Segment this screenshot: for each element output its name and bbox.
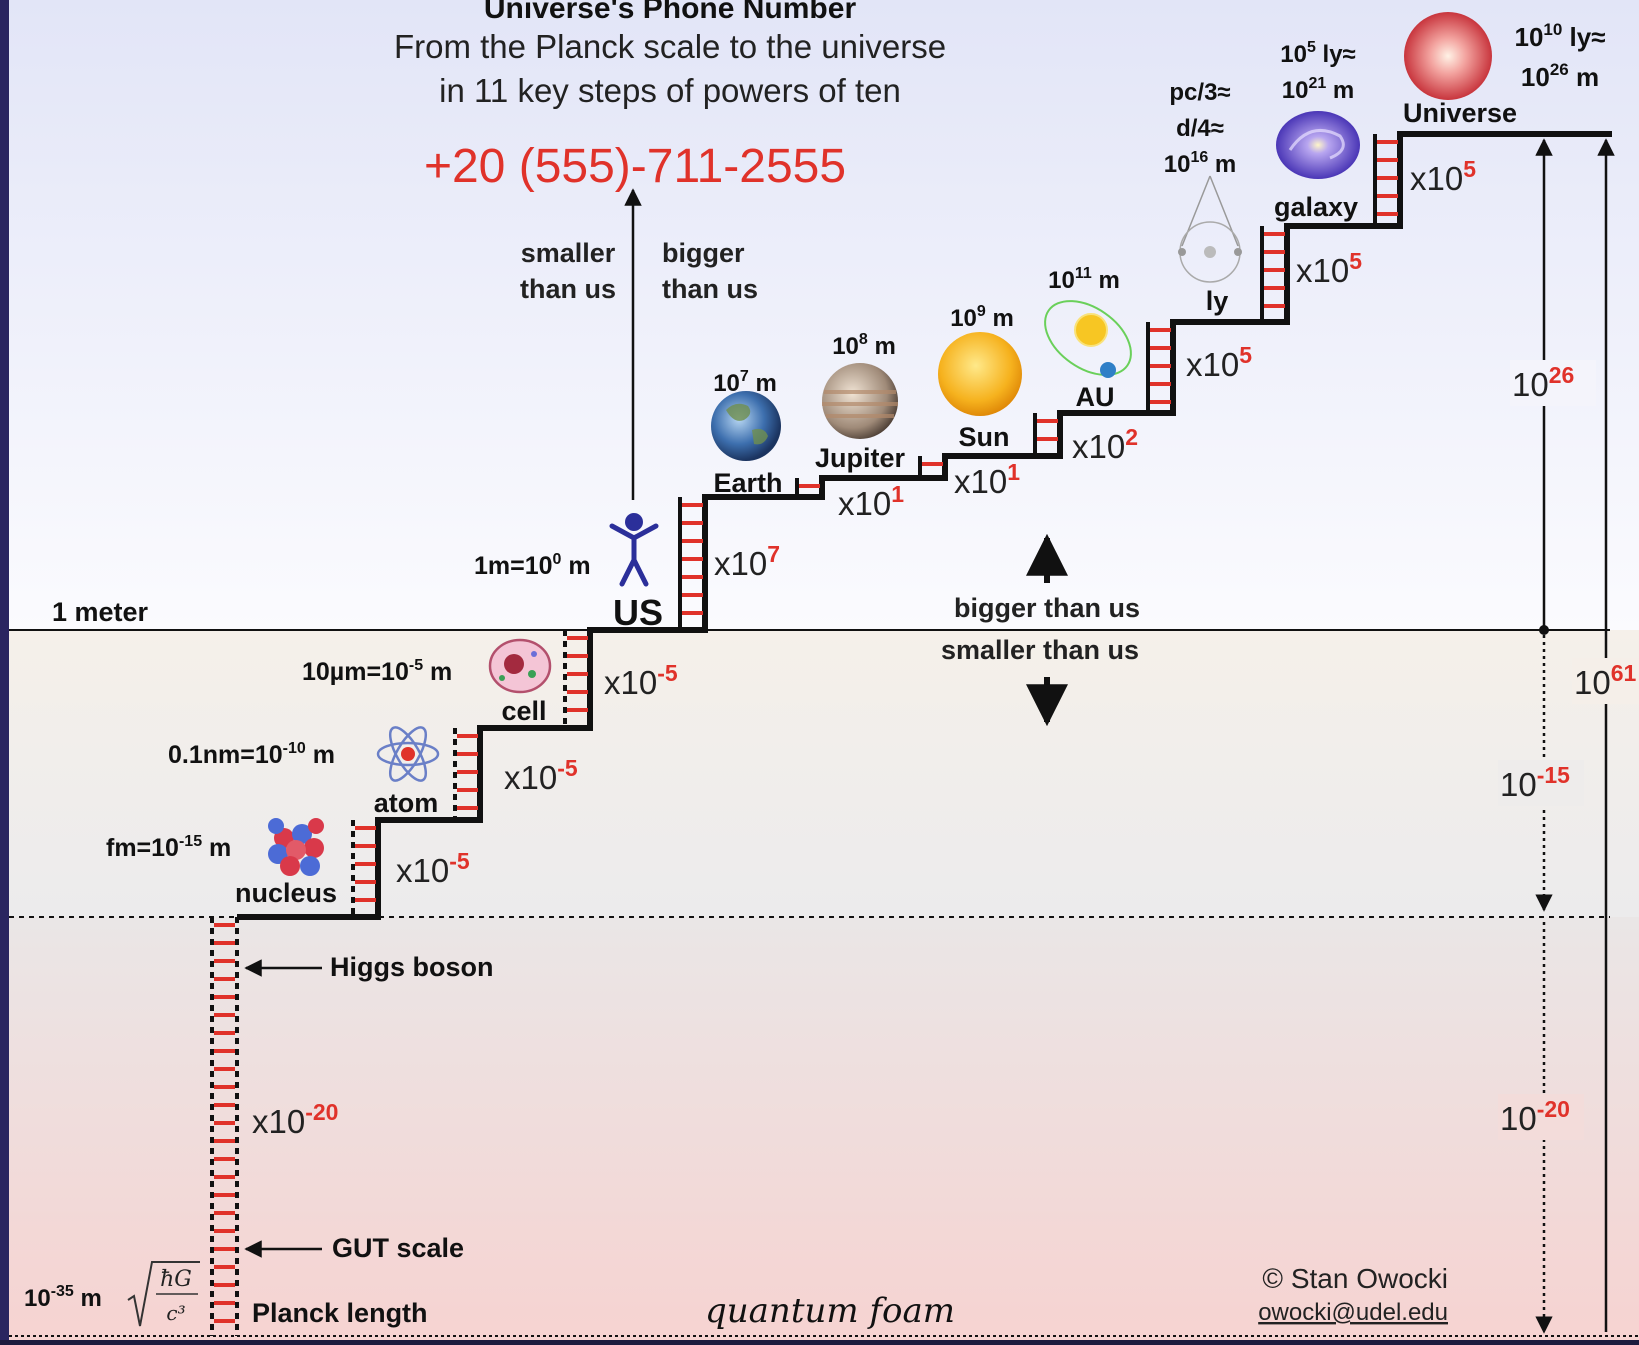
earth-name-label: Earth — [713, 468, 782, 498]
au-name-label: AU — [1076, 382, 1115, 412]
nucleus-size-label: fm=10-15 m — [106, 833, 231, 862]
step-multiplier-label: x105 — [1410, 156, 1476, 197]
jupiter-size-label: 108 m — [832, 331, 896, 360]
galaxy-size-line-1: 105 ly≈ — [1280, 39, 1355, 68]
us-name-label: US — [613, 592, 663, 633]
diagram-title: Universe's Phone Number — [484, 0, 857, 25]
universe-icon — [1404, 12, 1492, 100]
nucleus-object: fm=10-15 m nucleus — [106, 818, 337, 908]
nucleus-icon — [268, 818, 324, 876]
step-multiplier-label: x105 — [1186, 342, 1252, 383]
jupiter-object: 108 m Jupiter — [815, 331, 906, 473]
step-labels: x10-20 x10-5 x10-5 x10-5 x107 x101 x101 x102 x10… — [252, 156, 1476, 1140]
smaller-than-us-label: smaller than us — [941, 635, 1139, 665]
svg-text:c³: c³ — [166, 1301, 185, 1325]
range-label-total: 1061 — [1574, 660, 1637, 701]
ladder-rungs — [214, 134, 1403, 1323]
step-multiplier-label: x101 — [838, 481, 904, 522]
universe-size-line-1: 1010 ly≈ — [1514, 20, 1605, 52]
step-multiplier-label: x10-20 — [252, 1099, 338, 1140]
background-subnuclear — [9, 917, 1639, 1340]
ly-size-line-2: d/4≈ — [1176, 115, 1224, 142]
atom-size-label: 0.1nm=10-10 m — [168, 740, 335, 769]
person-icon — [609, 513, 659, 587]
subtitle-line-2: in 11 key steps of powers of ten — [439, 72, 901, 109]
universe-name-label: Universe — [1403, 98, 1517, 128]
gut-label: GUT scale — [332, 1233, 464, 1263]
step-multiplier-label: x10-5 — [604, 660, 678, 701]
step-multiplier-label: x107 — [714, 541, 780, 582]
bigger-than-us-label: bigger than us — [954, 593, 1140, 623]
ly-size-line-1: pc/3≈ — [1169, 79, 1230, 106]
smaller-label-line-2: than us — [520, 274, 616, 304]
background-smaller — [9, 630, 1639, 917]
ly-size-line-3: 1016 m — [1164, 149, 1237, 178]
atom-name-label: atom — [374, 788, 439, 818]
left-border — [0, 0, 9, 1340]
galaxy-icon — [1276, 111, 1360, 179]
smaller-label-line-1: smaller — [521, 238, 616, 268]
planck-formula: ħG c³ — [127, 1261, 200, 1327]
credit-author: © Stan Owocki — [1262, 1263, 1448, 1294]
cell-icon — [488, 638, 552, 694]
step-multiplier-label: x10-5 — [504, 755, 578, 796]
ly-object: pc/3≈ d/4≈ 1016 m ly — [1164, 79, 1242, 316]
universe-object: 1010 ly≈ 1026 m Universe — [1403, 12, 1606, 128]
ly-name-label: ly — [1206, 286, 1229, 316]
galaxy-object: 105 ly≈ 1021 m galaxy — [1274, 39, 1360, 222]
planck-object: 10-35 m ħG c³ Planck length — [24, 1261, 428, 1328]
background-bigger — [9, 0, 1639, 630]
cell-object: 10µm=10-5 m cell — [302, 638, 552, 726]
bigger-label-line-2: than us — [662, 274, 758, 304]
quantum-foam-label: quantum foam — [705, 1291, 955, 1331]
atom-icon — [376, 726, 440, 782]
earth-icon — [711, 391, 781, 461]
range-label-down_mid: 10-15 — [1500, 762, 1570, 803]
us-object: 1m=100 m US — [474, 513, 663, 633]
cell-size-label: 10µm=10-5 m — [302, 657, 452, 686]
sun-size-label: 109 m — [950, 303, 1014, 332]
sun-icon — [938, 332, 1022, 416]
phone-number: +20 (555)-711-2555 — [424, 140, 846, 193]
cell-name-label: cell — [501, 696, 546, 726]
galaxy-name-label: galaxy — [1274, 192, 1358, 222]
step-multiplier-label: x101 — [954, 459, 1020, 500]
orbit-icon — [1044, 300, 1132, 378]
step-multiplier-label: x102 — [1072, 424, 1138, 465]
sun-name-label: Sun — [959, 422, 1010, 452]
subtitle-line-1: From the Planck scale to the universe — [394, 28, 946, 65]
earth-object: 107 m Earth — [711, 368, 783, 498]
range-labels: 1026 10-15 10-20 1061 — [1498, 360, 1639, 1140]
nucleus-name-label: nucleus — [235, 878, 337, 908]
range-label-up: 1026 — [1512, 362, 1574, 403]
planck-size-label: 10-35 m — [24, 1283, 102, 1312]
us-size-label: 1m=100 m — [474, 551, 591, 580]
atom-object: 0.1nm=10-10 m atom — [168, 726, 440, 818]
credit-email: owocki@udel.edu — [1258, 1299, 1448, 1326]
sun-object: 109 m Sun — [938, 303, 1022, 452]
range-label-down_low: 10-20 — [1500, 1096, 1570, 1137]
jupiter-icon — [822, 363, 898, 439]
bigger-label-line-1: bigger — [662, 238, 745, 268]
one-meter-label: 1 meter — [52, 597, 149, 627]
step-multiplier-label: x10-5 — [396, 848, 470, 889]
planck-name-label: Planck length — [252, 1298, 428, 1328]
jupiter-name-label: Jupiter — [815, 443, 906, 473]
step-multiplier-label: x105 — [1296, 248, 1362, 289]
higgs-label: Higgs boson — [330, 952, 494, 982]
galaxy-size-line-2: 1021 m — [1282, 75, 1355, 104]
svg-text:ħG: ħG — [160, 1267, 192, 1292]
parallax-icon — [1178, 175, 1242, 283]
